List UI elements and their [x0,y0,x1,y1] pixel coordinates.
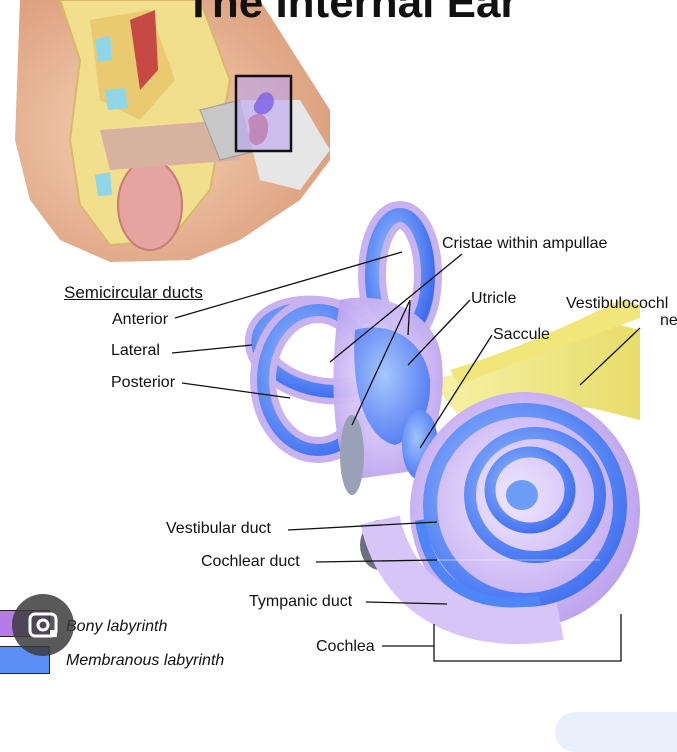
cochlea-spiral [360,392,640,645]
lateral-label: Lateral [111,342,160,359]
cochlea-label: Cochlea [316,638,375,655]
posterior-label: Posterior [111,374,176,391]
semicircular-ducts-label: Semicircular ducts [64,283,203,302]
anterior-label: Anterior [112,311,169,328]
legend-bony-label: Bony labyrinth [66,618,168,635]
vestibular-duct-label: Vestibular duct [166,520,271,537]
vestibulocochlear-label: Vestibulocochl [566,295,669,312]
utricle-label: Utricle [471,290,517,307]
lens-search-icon[interactable] [12,594,74,656]
tympanic-duct-label: Tympanic duct [249,593,353,610]
vestibulocochlear-label-2: ne [660,312,677,329]
corner-bubble [555,712,677,752]
cochlear-duct-label: Cochlear duct [201,553,300,570]
leader-lines [171,251,641,662]
page-title: The Internal Ear [185,0,518,27]
saccule-label: Saccule [493,326,550,343]
ear-illustration [15,0,641,662]
cristae-label: Cristae within ampullae [442,235,608,252]
legend-membranous-label: Membranous labyrinth [66,652,225,669]
